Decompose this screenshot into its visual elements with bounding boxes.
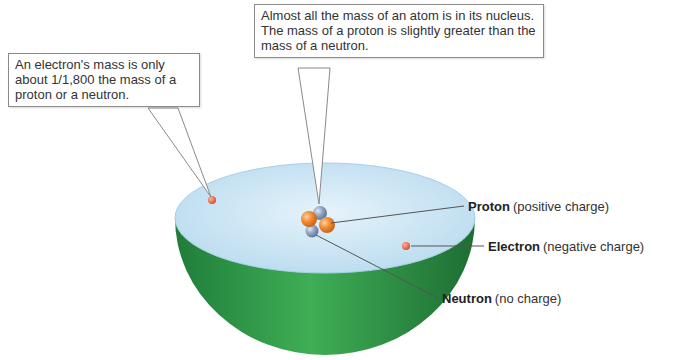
callout-text: Almost all the mass of an atom is in its… xyxy=(261,8,537,54)
nucleus xyxy=(301,206,335,238)
callout-box: Almost all the mass of an atom is in its… xyxy=(254,4,544,58)
charge-note: (no charge) xyxy=(495,291,561,306)
charge-note: (negative charge) xyxy=(543,239,644,254)
callout-pointer xyxy=(298,68,330,204)
charge-note: (positive charge) xyxy=(513,199,609,214)
particle-name: Neutron xyxy=(442,291,492,306)
callout-text: An electron's mass is only about 1/1,800… xyxy=(15,57,193,103)
callout-box: An electron's mass is only about 1/1,800… xyxy=(8,53,200,107)
cut-face xyxy=(175,163,475,273)
electron-dot xyxy=(208,196,216,204)
electron-dot xyxy=(402,242,410,250)
callout-pointer xyxy=(148,108,211,197)
leader-line xyxy=(316,235,438,298)
particle-name: Electron xyxy=(488,239,540,254)
particle-name: Proton xyxy=(468,199,510,214)
leader-line xyxy=(411,246,484,247)
leader-line xyxy=(331,206,464,223)
